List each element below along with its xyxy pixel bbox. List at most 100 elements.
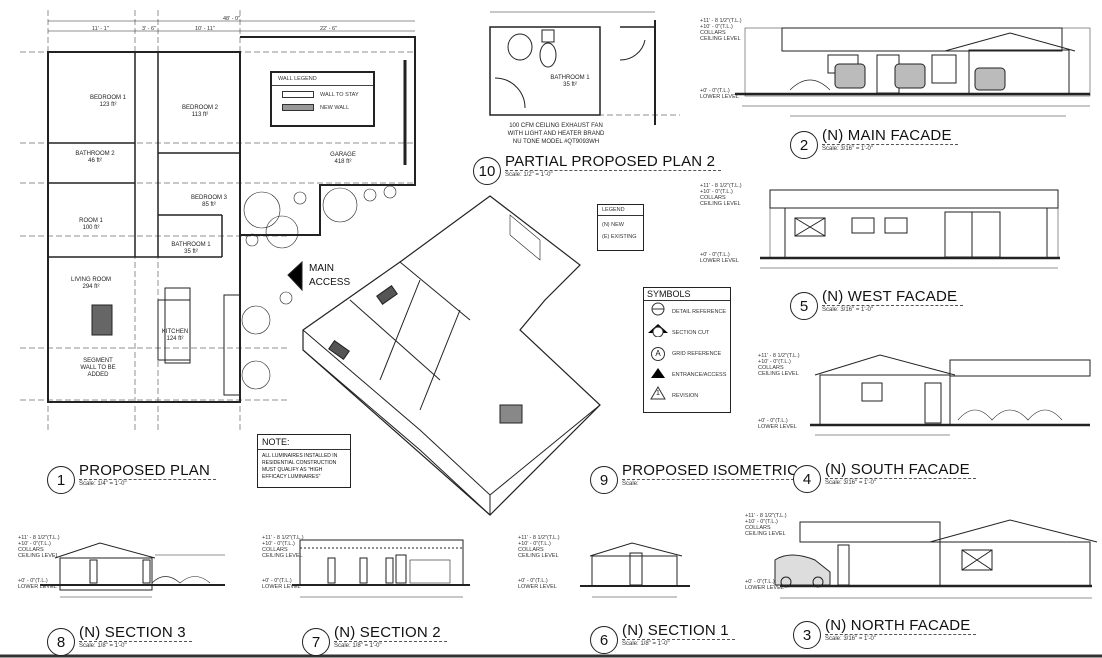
view-title: (N) WEST FACADE (822, 288, 964, 306)
wall-legend-label: NEW WALL (320, 104, 350, 111)
view-scale: Scale: 1/8" = 1'-0" (79, 643, 127, 649)
lower-level-labels: +0' - 0"(T.L.)LOWER LEVEL (700, 88, 739, 100)
south-facade-drawing (810, 354, 1091, 436)
room-name: BEDROOM 3 (190, 195, 228, 201)
level-label-tl1: +11' - 8 1/2"(T.L.) (745, 513, 787, 519)
wall-legend-item: WALL TO STAY (282, 91, 373, 98)
wall-legend-title: WALL LEGEND (272, 73, 373, 86)
level-label-collars: COLLARS (700, 30, 726, 36)
note-line: SEGMENT (83, 358, 113, 364)
main-facade-drawing (735, 27, 1091, 117)
symbol-label: REVISION (672, 392, 699, 399)
entrance-access-icon (644, 366, 672, 384)
level-label-collars: COLLARS (18, 547, 44, 553)
partial-plan-drawing (489, 11, 680, 125)
west-facade-drawing (760, 189, 1060, 269)
view-number: 4 (793, 465, 821, 493)
view-number: 5 (790, 292, 818, 320)
symbols-title: SYMBOLS (644, 288, 730, 301)
dim-label: 22' - 6" (320, 26, 338, 32)
level-label-collars: COLLARS (745, 525, 771, 531)
room-area: 100 ft² (82, 225, 100, 231)
room-name: BATHROOM 2 (75, 151, 115, 157)
note-line: ADDED (87, 372, 109, 378)
room-area: 418 ft² (334, 159, 352, 165)
view-title: (N) SOUTH FACADE (825, 461, 976, 479)
symbol-label: ENTRANCE/ACCESS (672, 371, 727, 378)
lower-level-labels: +0' - 0"(T.L.)LOWER LEVEL (18, 578, 57, 590)
view-title: (N) SECTION 1 (622, 622, 735, 640)
view-scale: Scale: 3/16" = 1'-0" (822, 307, 873, 313)
section-3-drawing (40, 542, 225, 598)
dim-label: 10' - 11" (195, 26, 215, 32)
lower-level-labels: +0' - 0"(T.L.)LOWER LEVEL (262, 578, 301, 590)
label-line: ACCESS (309, 277, 351, 288)
view-scale: Scale: 1/8" = 1'-0" (334, 643, 382, 649)
legend-title: LEGEND (598, 205, 643, 216)
upper-level-labels: +11' - 8 1/2"(T.L.)+10' - 0"(T.L.)COLLAR… (18, 535, 60, 559)
view-title: PROPOSED PLAN (79, 462, 216, 480)
revision-number: 1 (656, 390, 660, 397)
upper-level-labels: +11' - 8 1/2"(T.L.)+10' - 0"(T.L.)COLLAR… (758, 353, 800, 377)
note-line: WALL TO BE (80, 365, 116, 371)
level-label-collars: COLLARS (518, 547, 544, 553)
dim-label: 3' - 6" (142, 26, 157, 32)
note-text: ALL LUMINAIRES INSTALLED IN RESIDENTIAL … (262, 453, 338, 480)
lower-level-labels: +0' - 0"(T.L.)LOWER LEVEL (518, 578, 557, 590)
level-label-lower: LOWER LEVEL (700, 258, 739, 264)
lower-level-labels: +0' - 0"(T.L.)LOWER LEVEL (745, 579, 784, 591)
level-label-tl2: +10' - 0"(T.L.) (262, 541, 295, 547)
level-label-collars: COLLARS (262, 547, 288, 553)
level-label-lower: LOWER LEVEL (700, 94, 739, 100)
level-label-lower: LOWER LEVEL (18, 584, 57, 590)
legend-new: (N) NEW (602, 222, 624, 228)
level-label-tl1: +11' - 8 1/2"(T.L.) (758, 353, 800, 359)
room-area: 35 ft² (184, 249, 198, 255)
wall-legend-item: NEW WALL (282, 104, 373, 111)
symbol-label: SECTION CUT (672, 329, 710, 336)
view-number: 1 (47, 466, 75, 494)
symbol-label: DETAIL REFERENCE (672, 308, 727, 315)
level-label-tl0: +0' - 0"(T.L.) (758, 418, 788, 424)
symbol-label: GRID REFERENCE (672, 350, 722, 357)
view-title: (N) SECTION 3 (79, 624, 192, 642)
grid-letter: A (651, 346, 665, 361)
level-label-collars: COLLARS (700, 195, 726, 201)
level-label-tl2: +10' - 0"(T.L.) (518, 541, 551, 547)
view-number: 6 (590, 626, 618, 654)
level-label-lower: LOWER LEVEL (262, 584, 301, 590)
room-area: 35 ft² (563, 82, 577, 88)
level-label-ceiling: CEILING LEVEL (700, 201, 741, 207)
room-area: 46 ft² (88, 158, 102, 164)
level-label-tl2: +10' - 0"(T.L.) (18, 541, 51, 547)
level-label-tl1: +11' - 8 1/2"(T.L.) (18, 535, 60, 541)
level-label-tl0: +0' - 0"(T.L.) (518, 578, 548, 584)
wall-to-stay-swatch (282, 91, 314, 98)
view-scale: Scale: 1/4" = 1'-0" (79, 481, 127, 487)
view-number: 8 (47, 628, 75, 656)
wall-legend: WALL LEGEND WALL TO STAY NEW WALL (270, 71, 375, 127)
level-label-lower: LOWER LEVEL (745, 585, 784, 591)
view-scale: Scale: 3/16" = 1'-0" (825, 480, 876, 486)
level-label-tl1: +11' - 8 1/2"(T.L.) (518, 535, 560, 541)
label-line: MAIN (309, 263, 334, 274)
room-area: 113 ft² (191, 112, 209, 118)
room-area: 123 ft² (99, 102, 117, 108)
upper-level-labels: +11' - 8 1/2"(T.L.)+10' - 0"(T.L.)COLLAR… (745, 513, 787, 537)
section-1-drawing (580, 542, 690, 598)
legend-existing: (E) EXISTING (602, 234, 637, 240)
detail-reference-icon (644, 302, 672, 321)
